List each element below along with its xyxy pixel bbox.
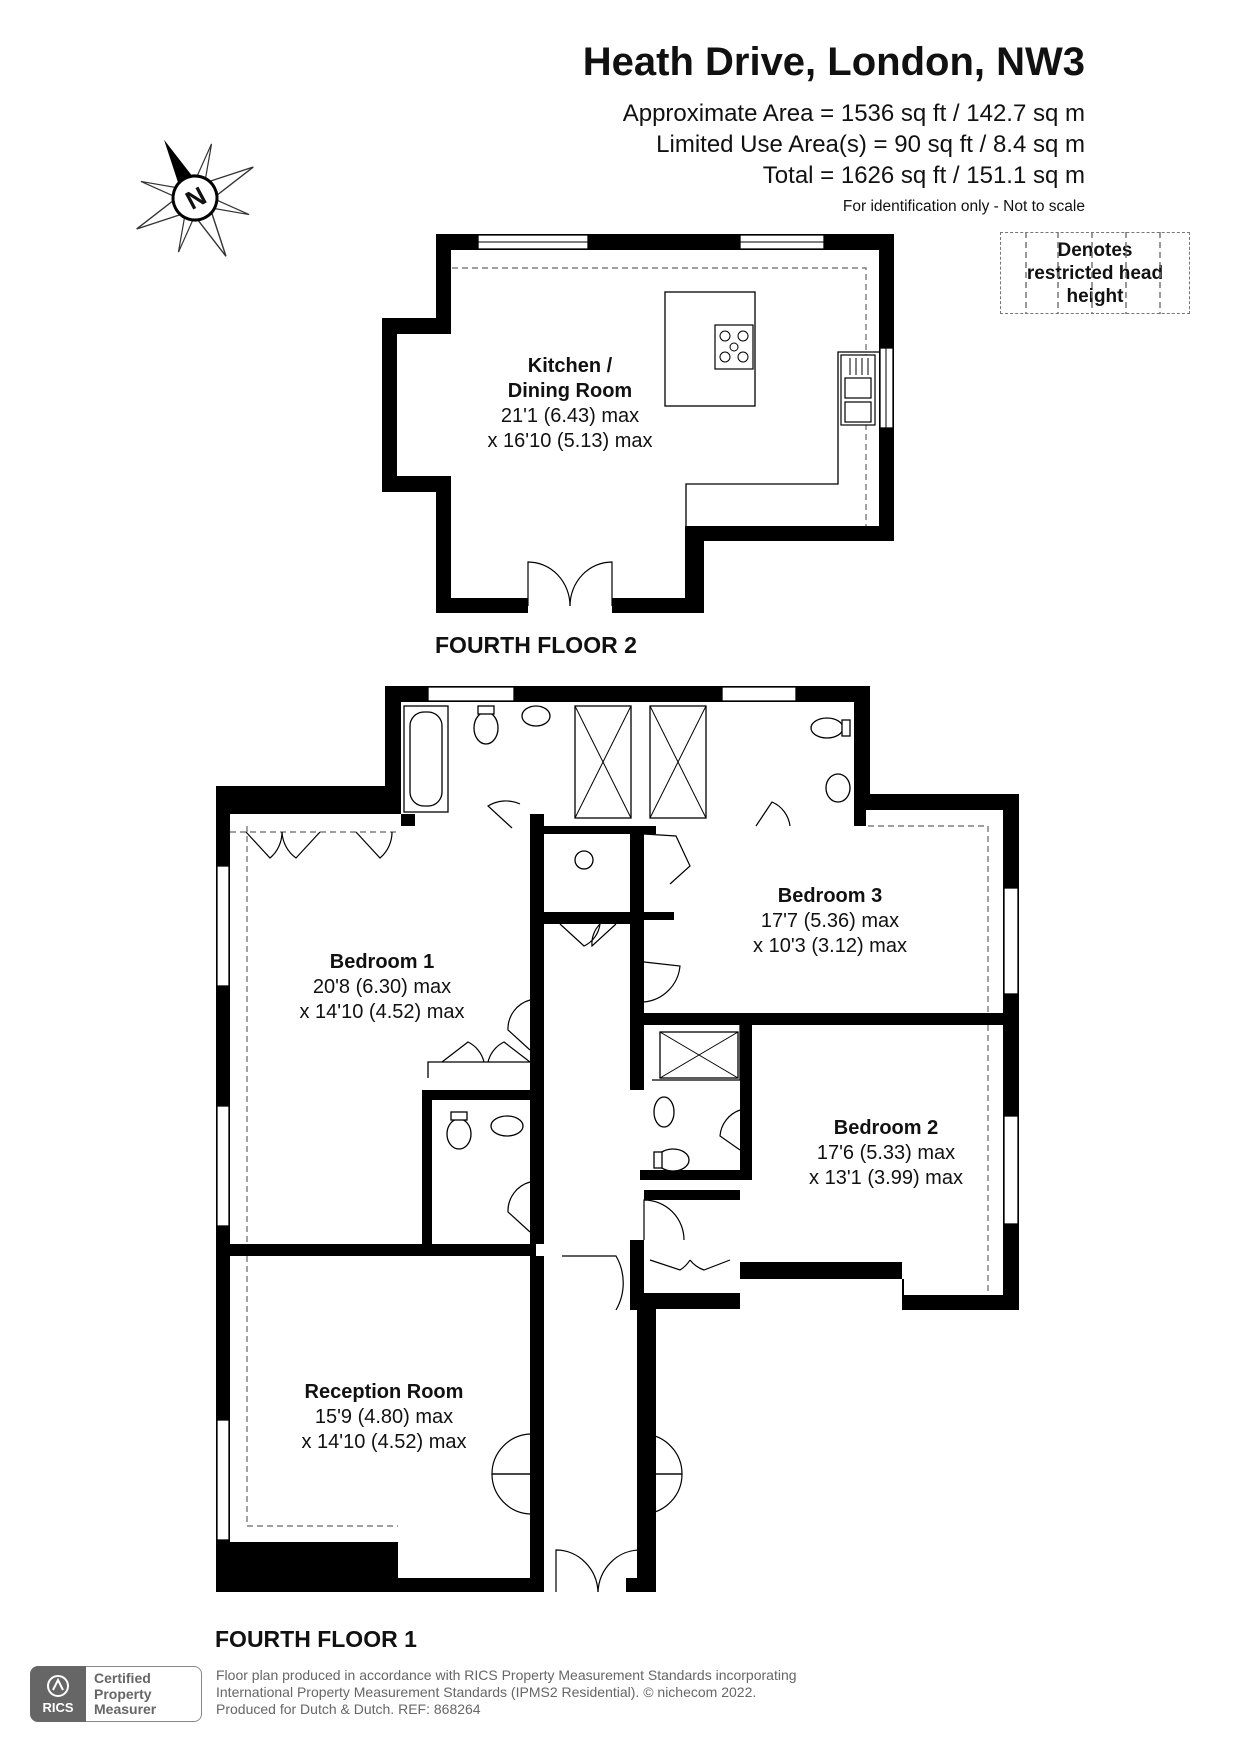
doors [245,800,791,1593]
room-dimension-2: x 10'3 (3.12) max [753,935,907,957]
wc-fixtures [446,1031,739,1172]
kitchen-double-door [527,561,613,607]
reception-wall-block [216,1542,296,1592]
room-dimension-1: 20'8 (6.30) max [312,976,452,998]
hob-rings [719,330,749,363]
outer-walls-c [740,1262,902,1279]
room-name: Bedroom 2 [833,1117,939,1139]
room-bedroom-3: Bedroom 3 17'7 (5.36) max x 10'3 (3.12) … [753,884,907,959]
room-kitchen-dining: Kitchen / Dining Room 21'1 (6.43) max x … [487,354,652,454]
kitchen-restricted-line [452,267,867,526]
limited-use-area: Limited Use Area(s) = 90 sq ft / 8.4 sq … [656,131,1085,158]
rics-cert-text: Certified Property Measurer [94,1670,157,1717]
rics-logo-text: RICS [42,1700,74,1715]
room-name: Bedroom 1 [329,951,435,973]
interior-walls [230,814,1003,1578]
legend-dividers [1025,232,1161,314]
room-dimension-1: 21'1 (6.43) max [500,405,640,427]
rics-cert-block: Certified Property Measurer [86,1666,202,1722]
room-dimension-2: x 13'1 (3.99) max [809,1167,963,1189]
footer-line-2: International Property Measurement Stand… [216,1684,757,1700]
rics-emblem-icon [47,1675,69,1697]
room-dimension-1: 15'9 (4.80) max [314,1406,454,1428]
footer-text: Floor plan produced in accordance with R… [216,1667,797,1718]
footer-line-3: Produced for Dutch & Dutch. REF: 868264 [216,1701,481,1717]
room-name: Kitchen / [527,355,613,377]
room-dimension-1: 17'6 (5.33) max [816,1142,956,1164]
fourth-floor-1-plan [216,686,1019,1593]
shower-diagonals [574,705,707,819]
floor-label-fourth-floor-1: FOURTH FLOOR 1 [215,1626,417,1652]
rics-certified-badge: RICS Certified Property Measurer [30,1666,203,1722]
room-dimension-2: x 16'10 (5.13) max [487,430,653,452]
fourth-floor-2-plan [382,234,894,613]
bathroom-fixtures [403,705,851,819]
restricted-head-lines [230,825,989,1527]
room-dimension-1: 17'7 (5.36) max [760,910,900,932]
kitchen-sink-icon [840,354,876,426]
room-dimension-2: x 14'10 (4.52) max [301,1431,467,1453]
hob-icon [714,324,754,370]
footer-line-1: Floor plan produced in accordance with R… [216,1667,797,1683]
room-name: Reception Room [304,1381,464,1403]
room-name: Bedroom 3 [777,885,883,907]
room-name-line2: Dining Room [507,380,633,402]
kitchen-window-lines [478,241,887,428]
floor-label-fourth-floor-2: FOURTH FLOOR 2 [435,632,637,658]
room-dimension-2: x 14'10 (4.52) max [299,1001,465,1023]
outer-walls-b [637,1293,740,1578]
entrance-wall-right [626,1578,656,1592]
floor1-windows [216,686,1019,1541]
room-reception: Reception Room 15'9 (4.80) max x 14'10 (… [301,1380,466,1455]
identification-note: For identification only - Not to scale [842,198,1085,215]
legend-restricted-head-height: Denotes restricted head height [1000,232,1190,314]
compass-icon [136,139,254,257]
built-in-cupboards [427,850,741,1081]
page-title: Heath Drive, London, NW3 [582,40,1085,84]
total-area: Total = 1626 sq ft / 151.1 sq m [762,162,1085,189]
en-suite-shower-lines [659,1031,739,1079]
rics-logo-block: RICS [30,1666,86,1722]
approximate-area: Approximate Area = 1536 sq ft / 142.7 sq… [622,100,1085,127]
kitchen-counter [685,351,879,526]
sink-drainer [849,358,869,375]
legend-text: Denotes restricted head height [1026,239,1164,307]
room-bedroom-2: Bedroom 2 17'6 (5.33) max x 13'1 (3.99) … [809,1116,963,1191]
room-bedroom-1: Bedroom 1 20'8 (6.30) max x 14'10 (4.52)… [299,950,464,1025]
